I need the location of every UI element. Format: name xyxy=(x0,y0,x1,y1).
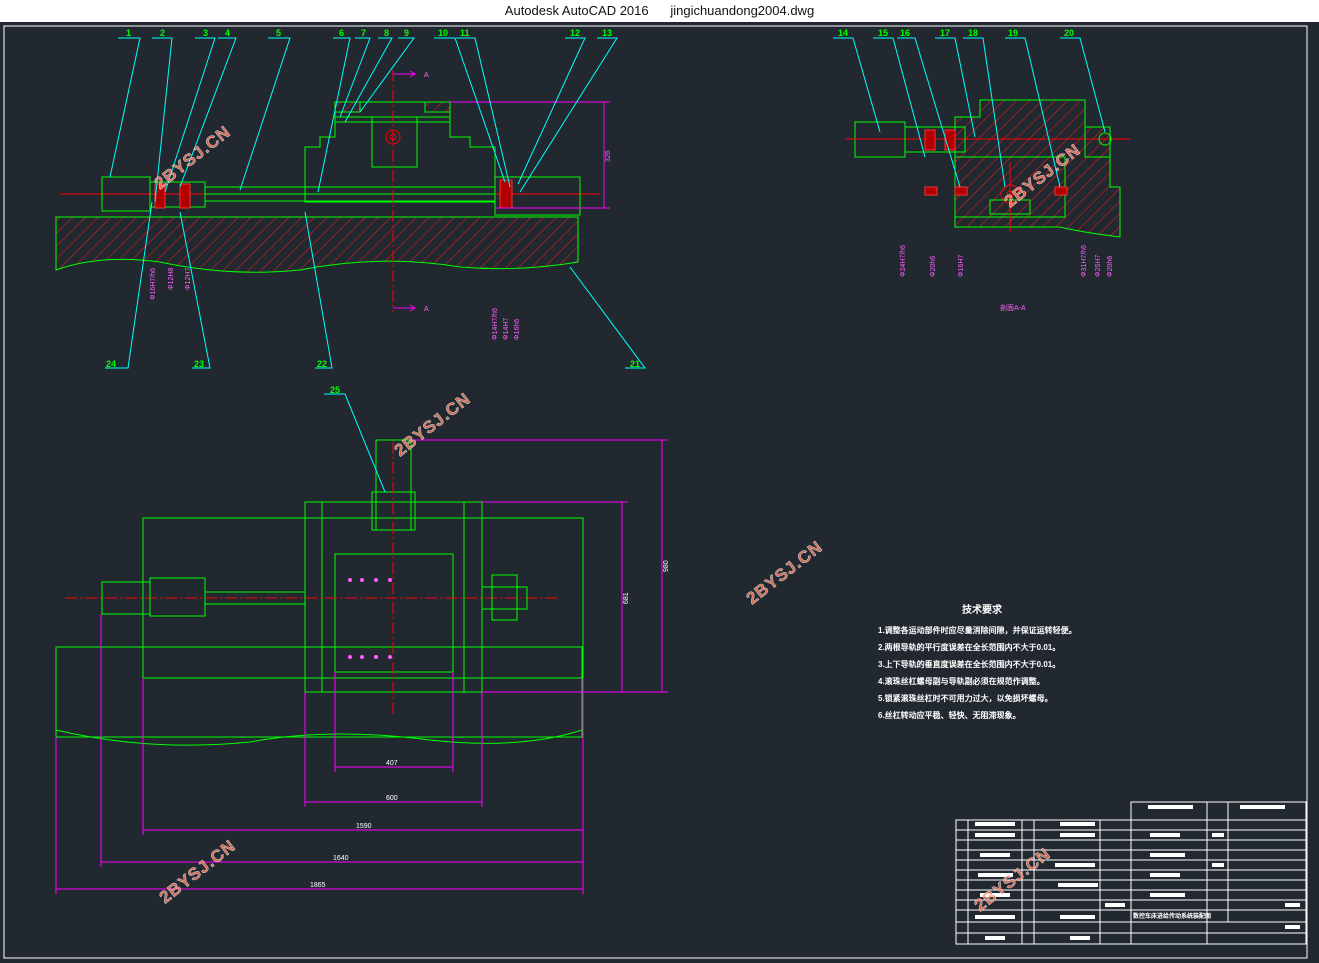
fit-label: Φ31H7/h6 xyxy=(1081,245,1088,277)
part-number: 21 xyxy=(630,359,640,369)
part-number: 4 xyxy=(225,28,230,38)
tech-requirements: 技术要求 1.调整各运动部件时应尽量消除间隙，并保证运转轻便。 2.两根导轨的平… xyxy=(878,603,1077,720)
part-number: 23 xyxy=(194,359,204,369)
fit-label: Φ12H7 xyxy=(185,268,192,290)
title-block: 数控车床进给传动系统装配图 xyxy=(955,801,1307,945)
part-number: 13 xyxy=(602,28,612,38)
elevation-view: A A 326 Φ16H7/h6 Φ12H8 Φ12H7 Φ14H7/h6 Φ1… xyxy=(55,28,646,369)
fit-label: Φ14H7/h6 xyxy=(492,308,499,340)
tech-item: 2.两根导轨的平行度误差在全长范围内不大于0.01。 xyxy=(878,642,1060,652)
section-mark-top: A xyxy=(424,72,429,79)
fit-label: Φ14H7 xyxy=(503,318,510,340)
part-number: 24 xyxy=(106,359,116,369)
fit-label: Φ16H7/h6 xyxy=(150,268,157,300)
part-number: 7 xyxy=(361,28,366,38)
tech-item: 1.调整各运动部件时应尽量消除间隙，并保证运转轻便。 xyxy=(878,625,1077,635)
drawing-title: 数控车床进给传动系统装配图 xyxy=(1133,912,1211,920)
work-table xyxy=(304,116,496,203)
part-number: 20 xyxy=(1064,28,1074,38)
fit-label: Φ16H7 xyxy=(958,255,965,277)
right-support xyxy=(494,176,581,216)
tech-item: 6.丝杠转动应平稳、轻快、无阻滞现象。 xyxy=(878,710,1021,720)
dim-plan-b: 1640 xyxy=(333,855,349,862)
dim-plan-a: 1590 xyxy=(356,823,372,830)
part-number: 1 xyxy=(126,28,131,38)
dim-plan-c: 1865 xyxy=(310,882,326,889)
fit-label: Φ12H8 xyxy=(168,268,175,290)
section-view: 14 15 16 17 18 19 20 Φ24H7/h6 Φ20h6 Φ16H… xyxy=(833,28,1130,312)
file-name: jingichuandong2004.dwg xyxy=(670,3,815,18)
dim-height-top: 326 xyxy=(605,150,612,162)
base-section xyxy=(55,216,579,273)
fit-label: Φ20h6 xyxy=(930,256,937,277)
tech-item: 5.锁紧滚珠丝杠时不可用力过大，以免损坏螺母。 xyxy=(878,693,1053,703)
tech-item: 4.滚珠丝杠螺母副与导轨副必须在规范作调整。 xyxy=(878,676,1045,686)
watermark: 2BYSJ.CN xyxy=(743,537,827,608)
part-number: 18 xyxy=(968,28,978,38)
drawing-border xyxy=(3,25,1308,959)
fit-label: Φ24H7/h6 xyxy=(900,245,907,277)
part-number: 12 xyxy=(570,28,580,38)
watermark: 2BYSJ.CN xyxy=(391,389,475,460)
part-number: 11 xyxy=(460,28,470,38)
drawing-canvas[interactable]: A A 326 Φ16H7/h6 Φ12H8 Φ12H7 Φ14H7/h6 Φ1… xyxy=(0,22,1319,963)
part-number: 2 xyxy=(160,28,165,38)
part-number: 25 xyxy=(330,385,340,395)
dim-plan-height-b: 980 xyxy=(663,560,670,572)
part-number: 16 xyxy=(900,28,910,38)
part-number: 15 xyxy=(878,28,888,38)
part-number: 14 xyxy=(838,28,848,38)
fit-label: Φ16h6 xyxy=(514,319,521,340)
watermark: 2BYSJ.CN xyxy=(156,836,240,907)
part-number: 10 xyxy=(438,28,448,38)
part-number: 3 xyxy=(203,28,208,38)
part-number: 5 xyxy=(276,28,281,38)
section-mark-bottom: A xyxy=(424,306,429,313)
dim-plan-inner: 407 xyxy=(386,760,398,767)
part-number: 19 xyxy=(1008,28,1018,38)
title-bar: Autodesk AutoCAD 2016 jingichuandong2004… xyxy=(0,0,1319,23)
part-number: 6 xyxy=(339,28,344,38)
window-title: Autodesk AutoCAD 2016 jingichuandong2004… xyxy=(0,0,1319,22)
dim-plan-table: 600 xyxy=(386,795,398,802)
tech-item: 3.上下导轨的垂直度误差在全长范围内不大于0.01。 xyxy=(878,659,1060,669)
app-name: Autodesk AutoCAD 2016 xyxy=(504,3,649,18)
tech-title: 技术要求 xyxy=(962,603,1003,616)
part-number: 17 xyxy=(940,28,950,38)
plan-view: 407 600 1590 1640 1865 681 980 25 xyxy=(55,385,670,894)
fit-label: Φ20h6 xyxy=(1107,256,1114,277)
part-number: 22 xyxy=(317,359,327,369)
cad-drawing: A A 326 Φ16H7/h6 Φ12H8 Φ12H7 Φ14H7/h6 Φ1… xyxy=(3,25,1308,959)
fit-label: Φ25H7 xyxy=(1095,255,1102,277)
section-title: 剖面A-A xyxy=(1000,303,1026,312)
part-number: 9 xyxy=(404,28,409,38)
part-number: 8 xyxy=(384,28,389,38)
dim-plan-height-a: 681 xyxy=(623,592,630,604)
